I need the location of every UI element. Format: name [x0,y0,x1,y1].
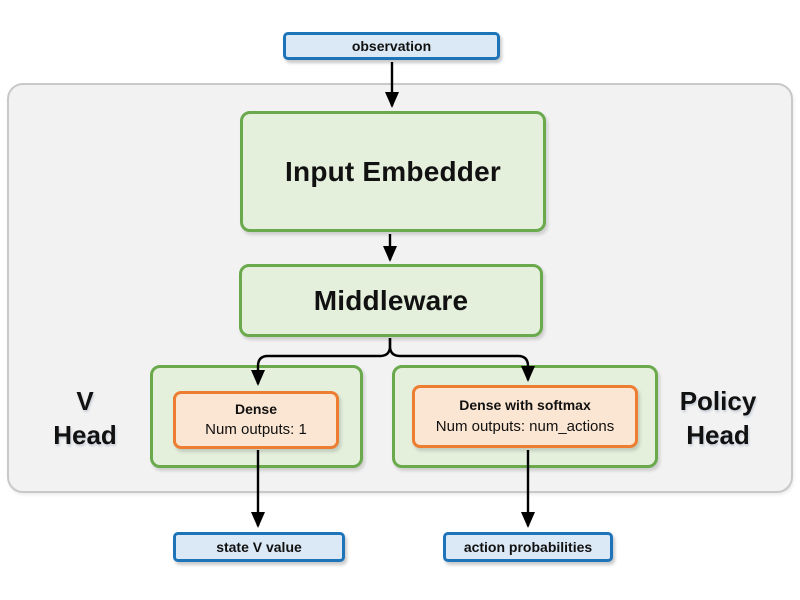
policy-head-dense-title: Dense with softmax [459,397,591,414]
input-embedder-label: Input Embedder [285,155,501,187]
observation-node: observation [283,32,500,60]
input-embedder-node: Input Embedder [240,111,546,232]
policy-head-label-line2: Head [686,420,750,450]
v-head-label-line2: Head [53,420,117,450]
action-probabilities-label: action probabilities [463,539,593,555]
middleware-label: Middleware [313,284,469,316]
policy-head-dense-subtitle: Num outputs: num_actions [435,417,615,435]
state-v-value-node: state V value [173,532,345,562]
v-head-dense-node: Dense Num outputs: 1 [173,391,339,449]
middleware-node: Middleware [239,264,543,337]
v-head-label: V Head [25,383,145,455]
v-head-label-line1: V [76,386,94,417]
observation-label: observation [351,38,432,54]
action-probabilities-node: action probabilities [443,532,613,562]
v-head-dense-title: Dense [234,400,278,417]
policy-head-dense-node: Dense with softmax Num outputs: num_acti… [412,385,638,448]
state-v-value-label: state V value [216,539,302,555]
policy-head-label: Policy Head [658,383,778,455]
policy-head-label-line1: Policy [679,386,757,417]
v-head-dense-subtitle: Num outputs: 1 [205,421,307,439]
